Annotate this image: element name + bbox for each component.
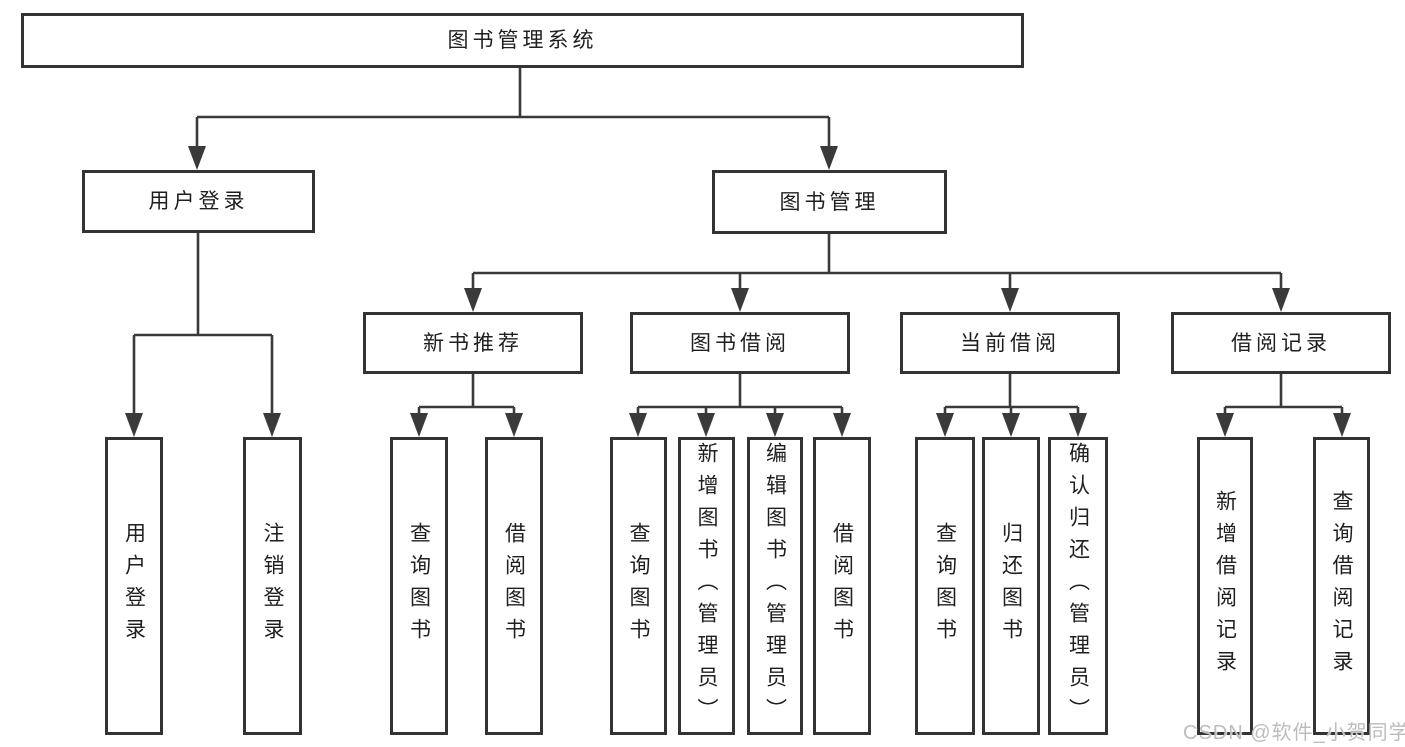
leaf-label: 归还图书 xyxy=(999,522,1023,650)
arrow-down-icon xyxy=(464,288,482,312)
arrow-down-icon xyxy=(1001,288,1019,312)
leaf-label: 编辑图书（管理员） xyxy=(763,442,787,730)
leaf-label: 查询图书 xyxy=(933,522,957,650)
node-borrow-records: 借阅记录 xyxy=(1171,312,1391,374)
arrow-down-icon xyxy=(263,413,281,437)
arrowheads xyxy=(125,146,1351,437)
connector-records-to-leaves xyxy=(1223,374,1344,417)
arrow-down-icon xyxy=(1069,413,1087,437)
arrow-down-icon xyxy=(833,413,851,437)
leaf-current-return-books: 归还图书 xyxy=(982,437,1040,735)
node-label: 图书管理 xyxy=(779,190,880,214)
leaf-logout: 注销登录 xyxy=(243,437,302,735)
node-user-login: 用户登录 xyxy=(82,170,315,233)
leaf-label: 查询图书 xyxy=(627,522,650,650)
node-label: 图书借阅 xyxy=(690,331,790,355)
arrow-down-icon xyxy=(697,413,715,437)
connector-recommend-to-leaves xyxy=(417,374,516,417)
leaf-label: 注销登录 xyxy=(261,522,284,650)
arrow-down-icon xyxy=(936,413,954,437)
arrow-down-icon xyxy=(188,146,206,170)
leaf-records-query-record: 查询借阅记录 xyxy=(1313,437,1370,735)
arrow-down-icon xyxy=(731,288,749,312)
arrow-down-icon xyxy=(1002,413,1020,437)
arrow-down-icon xyxy=(505,413,523,437)
leaf-label: 新增图书（管理员） xyxy=(695,442,718,730)
csdn-watermark: CSDN @软件_小贺同学 xyxy=(1183,722,1405,744)
leaf-label: 借阅图书 xyxy=(830,522,854,650)
connector-borrow-to-leaves xyxy=(636,374,844,417)
leaf-current-query-books: 查询图书 xyxy=(915,437,975,735)
node-library-system: 图书管理系统 xyxy=(21,13,1024,68)
leaf-recommend-borrow-books: 借阅图书 xyxy=(485,437,543,735)
node-book-management: 图书管理 xyxy=(712,170,947,234)
leaf-label: 查询借阅记录 xyxy=(1330,490,1353,682)
leaf-user-login: 用户登录 xyxy=(105,437,163,735)
arrow-down-icon xyxy=(766,413,784,437)
arrow-down-icon xyxy=(125,413,143,437)
connector-mgmt-to-level3 xyxy=(471,234,1283,292)
node-label: 当前借阅 xyxy=(960,331,1060,355)
leaf-recommend-query-books: 查询图书 xyxy=(390,437,448,735)
arrow-down-icon xyxy=(1216,413,1234,437)
leaf-borrow-borrow-books: 借阅图书 xyxy=(813,437,871,735)
arrow-down-icon xyxy=(410,413,428,437)
arrow-down-icon xyxy=(629,413,647,437)
leaf-label: 新增借阅记录 xyxy=(1213,490,1237,682)
arrow-down-icon xyxy=(1272,288,1290,312)
leaf-borrow-query-books: 查询图书 xyxy=(610,437,667,735)
connector-login-to-leaves xyxy=(132,233,274,417)
node-label: 新书推荐 xyxy=(423,331,523,355)
connector-root-to-level2 xyxy=(195,68,831,150)
node-new-book-recommend: 新书推荐 xyxy=(363,312,583,374)
leaf-borrow-edit-books-admin: 编辑图书（管理员） xyxy=(747,437,803,735)
leaf-borrow-add-books-admin: 新增图书（管理员） xyxy=(678,437,735,735)
connector-current-to-leaves xyxy=(943,374,1080,417)
node-label: 用户登录 xyxy=(148,190,249,213)
node-current-borrow: 当前借阅 xyxy=(900,312,1120,374)
leaf-label: 确认归还（管理员） xyxy=(1066,442,1090,730)
leaf-records-add-record: 新增借阅记录 xyxy=(1197,437,1253,735)
node-label: 图书管理系统 xyxy=(447,29,598,52)
arrow-down-icon xyxy=(1333,413,1351,437)
node-book-borrow: 图书借阅 xyxy=(630,312,850,374)
leaf-label: 用户登录 xyxy=(122,522,146,650)
node-label: 借阅记录 xyxy=(1231,331,1331,355)
arrow-down-icon xyxy=(820,146,838,170)
leaf-label: 查询图书 xyxy=(407,522,431,650)
leaf-current-confirm-return-admin: 确认归还（管理员） xyxy=(1048,437,1108,735)
leaf-label: 借阅图书 xyxy=(502,522,526,650)
